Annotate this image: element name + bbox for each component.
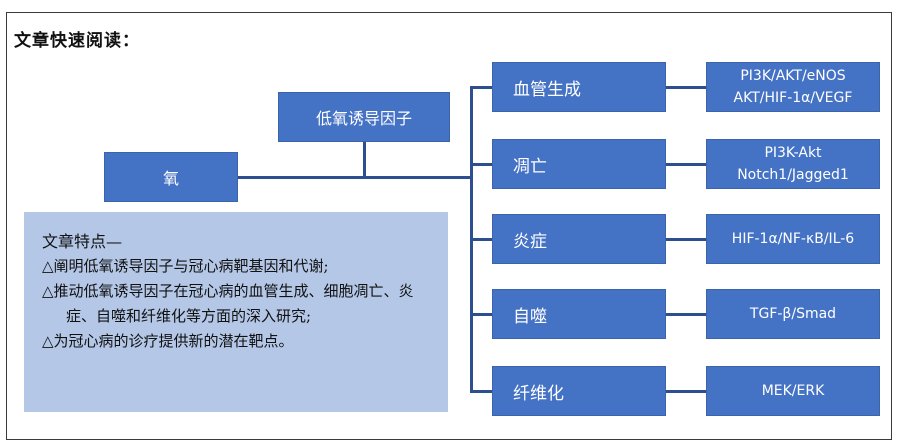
features-title: 文章特点— bbox=[42, 232, 123, 251]
connector-gene-3 bbox=[666, 313, 706, 316]
branch-label: 纤维化 bbox=[513, 383, 564, 404]
connector-gene-2 bbox=[666, 238, 706, 241]
connector-branch-4 bbox=[470, 390, 492, 393]
pathway-box-inflammation: HIF-1α/NF-κB/IL-6 bbox=[706, 214, 880, 264]
pathway-label: MEK/ERK bbox=[761, 383, 825, 399]
branch-label: 炎症 bbox=[513, 231, 547, 252]
pathway-box-autophagy: TGF-β/Smad bbox=[706, 289, 880, 339]
pathway-label: Notch1/Jagged1 bbox=[737, 167, 849, 183]
features-panel: 文章特点— △阐明低氧诱导因子与冠心病靶基因和代谢; △推动低氧诱导因子在冠心病… bbox=[24, 212, 448, 412]
pathway-label: TGF-β/Smad bbox=[749, 306, 837, 322]
branch-autophagy: 自噬 bbox=[492, 289, 666, 339]
feature-item: △为冠心病的诊疗提供新的潜在靶点。 bbox=[42, 332, 294, 350]
connector-branch-3 bbox=[470, 313, 492, 316]
node-hif-label: 低氧诱导因子 bbox=[315, 109, 412, 128]
connector-gene-4 bbox=[666, 390, 706, 393]
connector-oxygen-trunk bbox=[238, 176, 472, 179]
connector-gene-0 bbox=[666, 86, 706, 89]
node-oxygen-label: 氧 bbox=[162, 169, 179, 188]
feature-item: △推动低氧诱导因子在冠心病的血管生成、细胞凋亡、炎症、自噬和纤维化等方面的深入研… bbox=[42, 282, 414, 325]
connector-branch-0 bbox=[470, 86, 492, 89]
pathway-box-angiogenesis: PI3K/AKT/eNOS AKT/HIF-1α/VEGF bbox=[706, 62, 880, 112]
branch-inflammation: 炎症 bbox=[492, 214, 666, 264]
pathway-box-apoptosis: PI3K-Akt Notch1/Jagged1 bbox=[706, 139, 880, 189]
pathway-label: AKT/HIF-1α/VEGF bbox=[733, 90, 853, 106]
branch-label: 自噬 bbox=[513, 306, 547, 327]
diagram-title: 文章快速阅读： bbox=[14, 31, 140, 51]
connector-branch-1 bbox=[470, 163, 492, 166]
pathway-label: HIF-1α/NF-κB/IL-6 bbox=[731, 231, 855, 247]
branch-label: 凋亡 bbox=[513, 156, 547, 177]
branch-angiogenesis: 血管生成 bbox=[492, 62, 666, 112]
node-hif: 低氧诱导因子 bbox=[278, 92, 450, 142]
branch-fibrosis: 纤维化 bbox=[492, 366, 666, 416]
connector-branch-2 bbox=[470, 238, 492, 241]
node-oxygen: 氧 bbox=[104, 152, 238, 202]
pathway-label: PI3K-Akt bbox=[764, 145, 822, 161]
connector-hif-drop bbox=[363, 142, 366, 178]
branch-label: 血管生成 bbox=[513, 79, 581, 100]
pathway-box-fibrosis: MEK/ERK bbox=[706, 366, 880, 416]
pathway-label: PI3K/AKT/eNOS bbox=[740, 68, 846, 84]
branch-apoptosis: 凋亡 bbox=[492, 139, 666, 189]
connector-gene-1 bbox=[666, 163, 706, 166]
feature-item: △阐明低氧诱导因子与冠心病靶基因和代谢; bbox=[42, 257, 329, 275]
